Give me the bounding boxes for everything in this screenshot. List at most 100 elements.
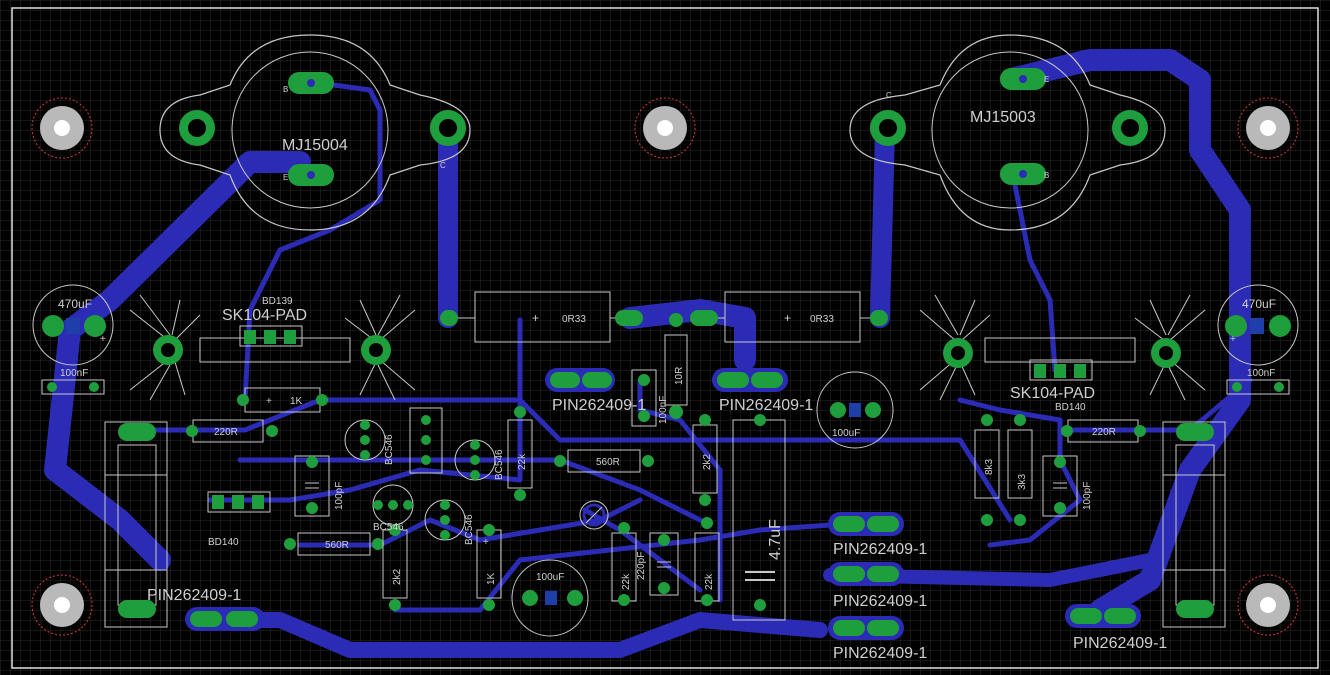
bd139-pad-2[interactable] [264,330,276,344]
connector-1[interactable]: PIN262409-1 [545,368,646,414]
transistor-bc546-q4[interactable]: BC546 [372,484,414,533]
r0r33-left-pad-2[interactable] [615,310,643,326]
r22k-b-pad-2[interactable] [618,594,630,606]
q5-pad-1[interactable] [440,500,450,510]
capacitor-100uf-mid[interactable]: 100uF [816,371,894,449]
connector-2[interactable]: PIN262409-1 [712,368,813,414]
capacitor-100pf-right[interactable]: 100pF [1042,455,1093,517]
transistor-bc546-q2[interactable] [409,407,443,474]
q2-pad-2[interactable] [421,435,431,445]
r2k2-b-pad-1[interactable] [389,524,401,536]
q4-pad-1[interactable] [373,500,383,510]
c100uf-mid-pad-1[interactable] [830,402,846,418]
r2k2-a-pad-1[interactable] [699,414,711,426]
capacitor-4u7[interactable]: 4.7uF [732,414,786,621]
c220pf-pad-1[interactable] [658,534,670,546]
r220-left-pad-2[interactable] [266,425,278,437]
c100nf-small-pad-2[interactable] [638,410,650,422]
bd140-right-pad-3[interactable] [1074,364,1086,378]
c470-right-pad-1[interactable] [1225,315,1247,337]
r2k2-a-pad-2[interactable] [699,494,711,506]
r1k-low-pad-1[interactable] [483,524,495,536]
capacitor-470uf-left[interactable]: + 470uF [32,284,114,366]
resistor-22k-c[interactable]: 22k [694,517,720,606]
r0r33-left-pad-1[interactable] [440,310,458,326]
resistor-1k-low[interactable]: + 1K [476,524,502,611]
r1k-low-pad-2[interactable] [483,599,495,611]
bd140-right-pad-2[interactable] [1054,364,1066,378]
resistor-8k3[interactable]: 8k3 [974,414,1000,526]
r560-mid-pad-2[interactable] [642,455,654,467]
q1-pad-2[interactable] [360,435,370,445]
transistor-mj15003[interactable]: E B C MJ15003 [849,34,1166,231]
r3k3-pad-2[interactable] [1014,514,1026,526]
q3-pad-1[interactable] [470,440,480,450]
resistor-2k2-b[interactable]: 2k2 [382,524,408,611]
r1k-top-pad-1[interactable] [237,394,249,406]
r220-right-pad-2[interactable] [1134,425,1146,437]
c100pf-right-pad-2[interactable] [1054,502,1066,514]
capacitor-100nf-left[interactable]: 100nF [41,368,105,395]
resistor-22k-b[interactable]: 22k [611,522,637,606]
heatsink-left[interactable]: BD139 SK104-PAD [129,294,416,401]
c100pf-left-pad-1[interactable] [306,456,318,468]
bd140-right-pad-1[interactable] [1034,364,1046,378]
q5-pad-2[interactable] [440,515,450,525]
c470-left-pad-2[interactable] [84,315,106,337]
q3-pad-2[interactable] [470,455,480,465]
c100pf-left-pad-2[interactable] [306,502,318,514]
q1-pad-1[interactable] [360,420,370,430]
r22k-c-pad-1[interactable] [701,517,713,529]
q4-pad-3[interactable] [403,500,413,510]
capacitor-100nf-small[interactable]: 100nF [631,369,669,427]
c100nf-right-pad-1[interactable] [1232,382,1242,392]
r22k-a-pad-1[interactable] [514,406,526,418]
c220pf-pad-2[interactable] [658,582,670,594]
bd140-left-pad-2[interactable] [232,495,244,509]
r8k3-pad-1[interactable] [981,414,993,426]
capacitor-100nf-right[interactable]: 100nF [1226,368,1290,395]
capacitor-100uf-low[interactable]: 100uF [511,559,589,637]
resistor-560r-mid[interactable]: 560R [554,449,654,473]
transistor-mj15004[interactable]: B E C MJ15004 [159,34,471,231]
q1-pad-3[interactable] [360,450,370,460]
resistor-560r-low[interactable]: 560R [284,532,384,556]
fuse-left-pad-top[interactable] [118,423,156,441]
c100uf-low-pad-2[interactable] [567,590,583,606]
r0r33-right-pad-1[interactable] [690,310,718,326]
r10r-pad-2[interactable] [669,405,683,419]
q2-pad-1[interactable] [421,415,431,425]
c100uf-mid-pad-2[interactable] [865,402,881,418]
connector-5[interactable]: PIN262409-1 [828,616,927,662]
c470-right-pad-2[interactable] [1269,315,1291,337]
resistor-2k2-a[interactable]: 2k2 [692,414,718,506]
r560-low-pad-2[interactable] [372,538,384,550]
fuse-left-pad-bottom[interactable] [118,600,156,618]
r22k-c-pad-2[interactable] [701,594,713,606]
r560-mid-pad-1[interactable] [554,455,566,467]
r560-low-pad-1[interactable] [284,538,296,550]
r1k-top-pad-2[interactable] [316,394,328,406]
fuse-holder-right[interactable] [1162,421,1226,628]
connector-4[interactable]: PIN262409-1 [828,562,927,610]
q5-pad-3[interactable] [440,530,450,540]
q2-pad-3[interactable] [421,455,431,465]
r22k-b-pad-1[interactable] [618,522,630,534]
r22k-a-pad-2[interactable] [514,489,526,501]
c100pf-right-pad-1[interactable] [1054,456,1066,468]
q3-pad-3[interactable] [470,470,480,480]
bd140-left-pad-1[interactable] [212,495,224,509]
c100nf-small-pad-1[interactable] [638,374,650,386]
fuse-holder-left[interactable] [104,421,168,628]
fuse-right-pad-bottom[interactable] [1176,600,1214,618]
resistor-0r33-left[interactable]: + 0R33 [440,291,643,343]
r2k2-b-pad-2[interactable] [389,599,401,611]
resistor-3k3[interactable]: 3k3 [1007,414,1033,526]
r220-right-pad-1[interactable] [1061,425,1073,437]
resistor-10r[interactable]: 10R [664,313,688,419]
r10r-pad-1[interactable] [669,313,683,327]
resistor-220r-right[interactable]: 220R [1061,419,1146,443]
transistor-bc546-q3[interactable]: BC546 [454,439,505,481]
resistor-220r-left[interactable]: 220R [186,419,278,443]
trimmer-potentiometer[interactable] [579,500,609,530]
